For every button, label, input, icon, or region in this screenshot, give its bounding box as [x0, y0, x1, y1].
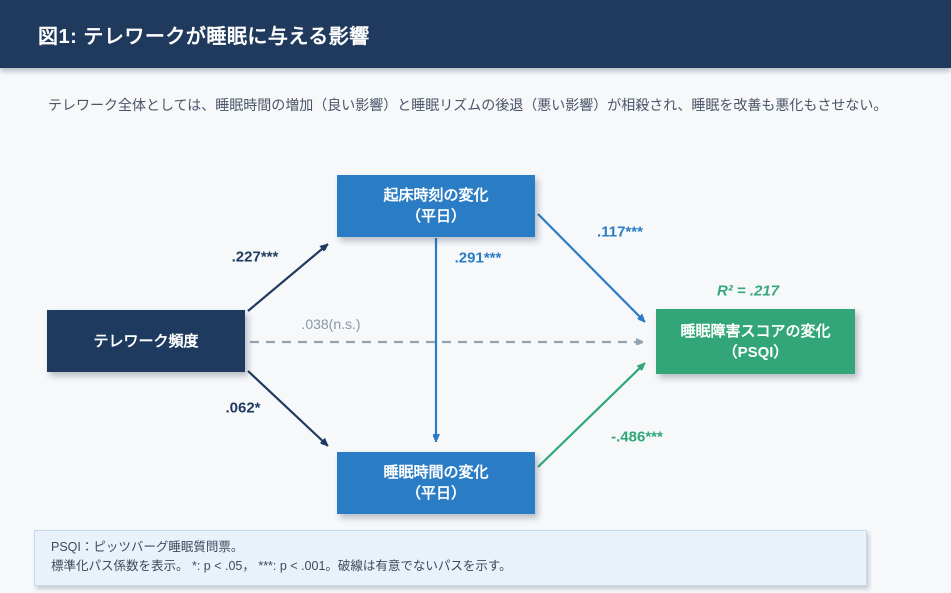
figure-title: 図1: テレワークが睡眠に与える影響 [38, 25, 370, 48]
node-sleep-duration-change: 睡眠時間の変化 （平日） [337, 452, 535, 514]
figure-subtitle: テレワーク全体としては、睡眠時間の増加（良い影響）と睡眠リズムの後退（悪い影響）… [48, 97, 888, 113]
node-wake-label-line1: 起床時刻の変化 [383, 187, 489, 204]
node-telework-label: テレワーク頻度 [93, 332, 199, 350]
coef-telework-to-wake: .227*** [231, 248, 279, 266]
node-wake-label-line2: （平日） [405, 208, 466, 225]
node-wake-time-change: 起床時刻の変化 （平日） [337, 175, 535, 237]
r-squared-label: R² = .217 [716, 282, 780, 300]
node-sleep-label-line2: （平日） [405, 485, 466, 502]
coef-telework-to-sleep: .062* [225, 399, 261, 417]
node-psqi-label-line1: 睡眠障害スコアの変化 [680, 322, 831, 340]
coef-telework-to-psqi: .038(n.s.) [301, 316, 361, 332]
node-telework-frequency: テレワーク頻度 [47, 310, 245, 372]
figure-header-bar: 図1: テレワークが睡眠に与える影響 [0, 0, 951, 68]
node-psqi-change: 睡眠障害スコアの変化 （PSQI） [656, 309, 855, 374]
coef-sleep-to-psqi: -.486*** [611, 428, 663, 446]
node-sleep-label-line1: 睡眠時間の変化 [383, 464, 489, 481]
footnote-line2: 標準化パス係数を表示。 *: p < .05， ***: p < .001。破線… [51, 559, 512, 574]
coef-wake-to-psqi: .117*** [597, 223, 643, 241]
node-psqi-label-line2: （PSQI） [722, 343, 789, 361]
coef-wake-to-sleep: .291*** [454, 249, 502, 267]
arrow-sleep-to-psqi [537, 362, 646, 468]
footnote-line1: PSQI：ピッツバーグ睡眠質問票。 [51, 540, 244, 554]
footnote-box: PSQI：ピッツバーグ睡眠質問票。 標準化パス係数を表示。 *: p < .05… [34, 530, 867, 586]
